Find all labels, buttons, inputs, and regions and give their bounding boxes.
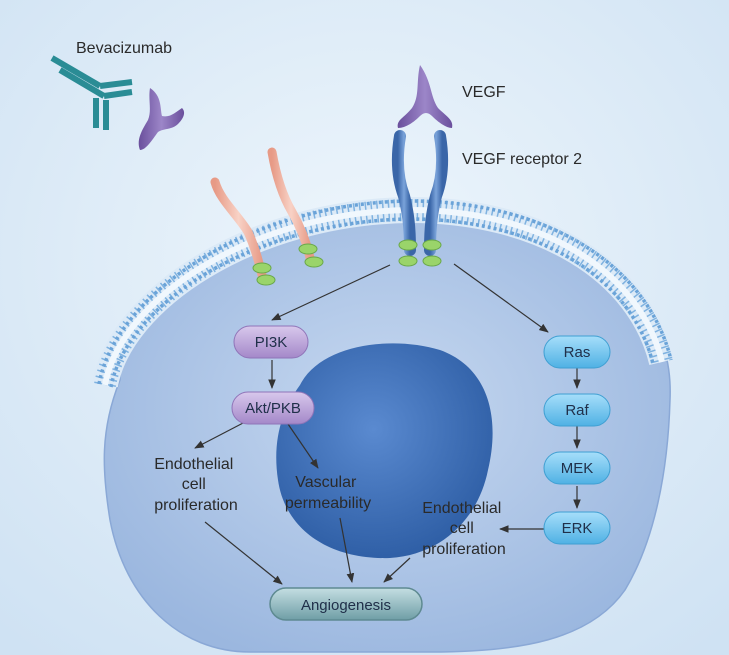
bevacizumab-antibody-icon <box>50 55 133 130</box>
node-pi3k-label: PI3K <box>255 334 288 351</box>
arrow-akt-to-permeability <box>287 423 319 469</box>
pathway-arrows <box>194 263 581 585</box>
vegf-free-icon <box>138 88 185 150</box>
node-ras: Ras <box>543 335 611 369</box>
node-erk-label: ERK <box>562 520 593 537</box>
node-ras-label: Ras <box>564 344 591 361</box>
arrow-left-prolif-to-angiogenesis <box>204 521 283 585</box>
arrow-receptor-to-pi3k <box>271 264 391 321</box>
arrow-right-prolif-to-angiogenesis <box>383 557 411 583</box>
node-angiogenesis: Angiogenesis <box>269 587 423 621</box>
nucleus <box>276 343 493 559</box>
node-mek-label: MEK <box>561 460 594 477</box>
node-mek: MEK <box>543 451 611 485</box>
label-proliferation-right: Endothelial cell proliferation <box>422 500 506 558</box>
node-erk: ERK <box>543 511 611 545</box>
arrow-permeability-to-angiogenesis <box>339 517 355 583</box>
label-vegf: VEGF <box>462 84 506 101</box>
node-akt-pkb: Akt/PKB <box>231 391 315 425</box>
other-receptors-icon <box>210 147 324 286</box>
label-bevacizumab: Bevacizumab <box>76 40 172 57</box>
node-pi3k: PI3K <box>233 325 309 359</box>
label-vascular-permeability: Vascular permeability <box>285 474 371 512</box>
node-raf: Raf <box>543 393 611 427</box>
arrow-akt-to-proliferation <box>194 421 246 449</box>
node-angiogenesis-label: Angiogenesis <box>301 597 391 614</box>
node-raf-label: Raf <box>565 402 589 419</box>
vegf-ligand-icon <box>397 65 453 128</box>
label-vegf-receptor-2: VEGF receptor 2 <box>462 151 582 168</box>
node-akt-pkb-label: Akt/PKB <box>245 400 301 417</box>
vegf-receptor-2-icon <box>391 130 449 267</box>
arrow-receptor-to-ras <box>453 263 549 333</box>
label-proliferation-left: Endothelial cell proliferation <box>154 456 238 514</box>
